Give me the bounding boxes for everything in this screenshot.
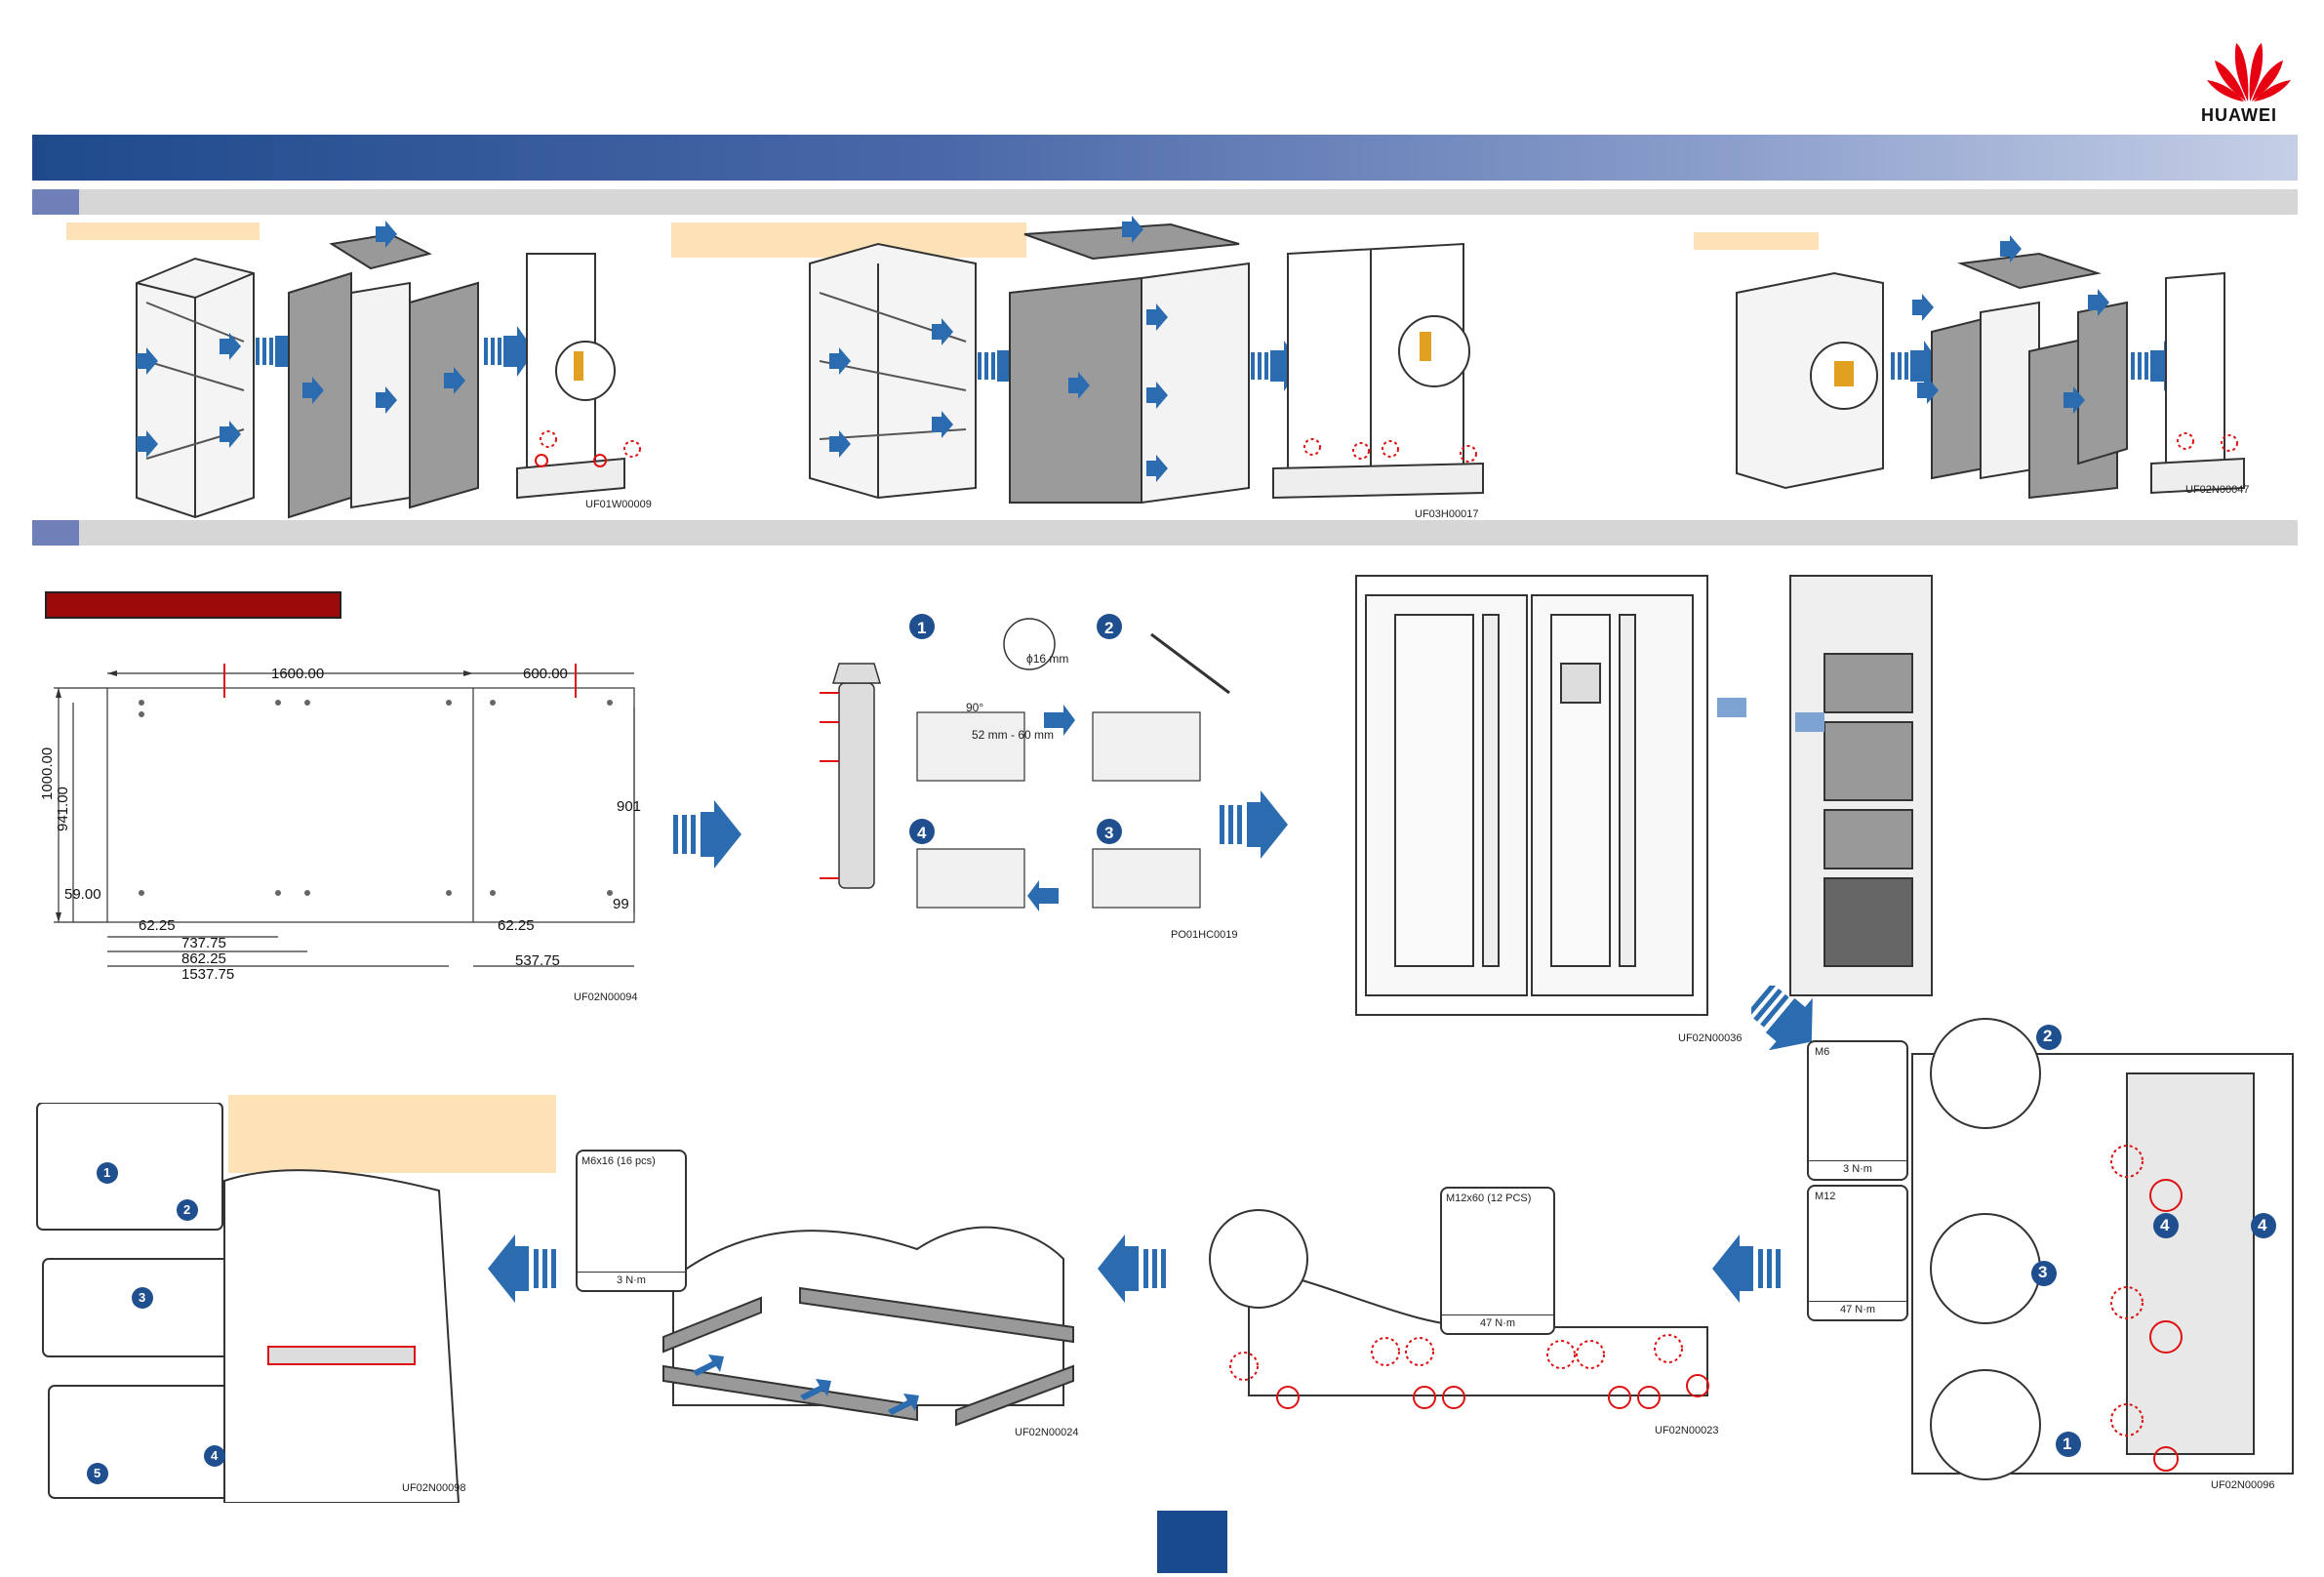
code-base-panels: UF02N00024 (1015, 1427, 1079, 1438)
dim-height: 1000.00 (39, 747, 56, 800)
note-box-1 (66, 222, 260, 240)
dim-span-1: 737.75 (181, 935, 226, 951)
tool-m6-base-label: M6x16 (16 pcs) (581, 1155, 656, 1167)
note-box-3 (1694, 232, 1819, 250)
code-pack-1: UF01W00009 (585, 499, 652, 510)
tool-m12-base-torque: 47 N·m (1442, 1314, 1553, 1329)
module-step-2: 2 (183, 1202, 191, 1217)
step-4-label: 4 (917, 824, 927, 842)
section-bar-unpacking (32, 189, 2298, 215)
dim-span-3: 1537.75 (181, 966, 235, 983)
step-2-label: 2 (1104, 619, 1114, 637)
cabinet-3 (2150, 271, 2245, 495)
dim-offset-a: 62.25 (139, 917, 176, 934)
logo-wordmark: HUAWEI (2201, 105, 2277, 125)
step-1-label: 1 (917, 619, 927, 637)
unpacking-illustrations (136, 216, 2245, 519)
tool-m12-torque: 47 N·m (1809, 1301, 1906, 1315)
tool-m12-base-label: M12x60 (12 PCS) (1446, 1193, 1532, 1204)
anchor-angle-spec: 90° (966, 701, 984, 714)
module-step-3: 3 (139, 1290, 146, 1305)
step-3-label: 3 (1104, 824, 1114, 842)
title-bar (32, 135, 2298, 181)
dim-left-offset: 59.00 (64, 886, 101, 903)
door-step-1: 1 (2063, 1435, 2072, 1453)
code-layout: UF02N00094 (574, 991, 638, 1003)
tool-box-m12: M12 47 N·m (1807, 1185, 1908, 1321)
flow-arrow-5 (1098, 1234, 1166, 1303)
tool-box-m6-base: M6x16 (16 pcs) 3 N·m (576, 1150, 687, 1292)
code-cabinet: UF02N00036 (1678, 1032, 1743, 1044)
warning-bar (45, 591, 341, 619)
tool-m6-torque: 3 N·m (1809, 1160, 1906, 1175)
dim-side-height: 901 (617, 798, 642, 815)
dim-offset-b: 62.25 (498, 917, 535, 934)
door-step-4b: 4 (2258, 1216, 2267, 1234)
code-base-bolts: UF02N00023 (1655, 1425, 1719, 1436)
section-marker (32, 189, 79, 215)
dim-top-width-2: 600.00 (523, 666, 568, 682)
tool-m6-base-torque: 3 N·m (578, 1272, 685, 1286)
base-panels-illustration (662, 1226, 1074, 1427)
dim-span-2: 862.25 (181, 950, 226, 967)
flow-arrow-2 (1220, 790, 1288, 859)
flow-arrow-6 (488, 1234, 556, 1303)
note-box-4 (228, 1095, 556, 1173)
section-marker (32, 520, 79, 546)
anchor-bolt-steps (820, 614, 1230, 911)
flow-arrow-3 (1751, 986, 1813, 1051)
dim-right-offset: 99 (613, 896, 629, 912)
crate-1 (136, 257, 255, 519)
dim-top-width: 1600.00 (271, 666, 325, 682)
crate-2 (809, 242, 977, 500)
cabinet-2 (1272, 242, 1484, 500)
code-anchor: PO01HC0019 (1171, 929, 1238, 941)
crate-3-opened (1931, 252, 2128, 500)
section-bar-installation (32, 520, 2298, 546)
door-step-2: 2 (2043, 1027, 2053, 1045)
tool-box-m12-base: M12x60 (12 PCS) 47 N·m (1440, 1187, 1555, 1335)
tool-m12-label: M12 (1815, 1191, 1836, 1202)
code-pack-3: UF02N00047 (2185, 484, 2250, 496)
code-pack-2: UF03H00017 (1415, 508, 1479, 520)
anchor-drill-spec: ϕ16 mm (1026, 652, 1069, 666)
module-step-1: 1 (103, 1165, 111, 1180)
module-step-4: 4 (211, 1448, 219, 1463)
dim-span-4: 537.75 (515, 952, 560, 969)
code-modules: UF02N00098 (402, 1482, 466, 1494)
anchor-depth-spec: 52 mm - 60 mm (972, 728, 1055, 742)
tool-box-m6: M6 3 N·m (1807, 1040, 1908, 1181)
huawei-logo-icon (2207, 43, 2291, 101)
cabinet-1 (516, 253, 625, 500)
tool-m6-label: M6 (1815, 1046, 1830, 1058)
door-step-4a: 4 (2160, 1216, 2170, 1234)
module-installation (36, 1103, 461, 1503)
door-removal-detail (1911, 1018, 2294, 1480)
code-door: UF02N00096 (2211, 1479, 2275, 1491)
dim-inner-height: 941.00 (55, 787, 71, 831)
door-step-3: 3 (2038, 1263, 2048, 1281)
page-number-block (1157, 1511, 1227, 1573)
crate-2-opened (1009, 222, 1250, 505)
crate-3 (1736, 271, 1884, 490)
huawei-logo: HUAWEI (2185, 35, 2312, 133)
flow-arrow-4 (1712, 1234, 1781, 1303)
module-step-5: 5 (94, 1466, 101, 1480)
cabinet-front-rear (1355, 575, 1933, 1016)
floor-layout-drawing (54, 664, 635, 967)
flow-arrow-1 (673, 800, 741, 869)
